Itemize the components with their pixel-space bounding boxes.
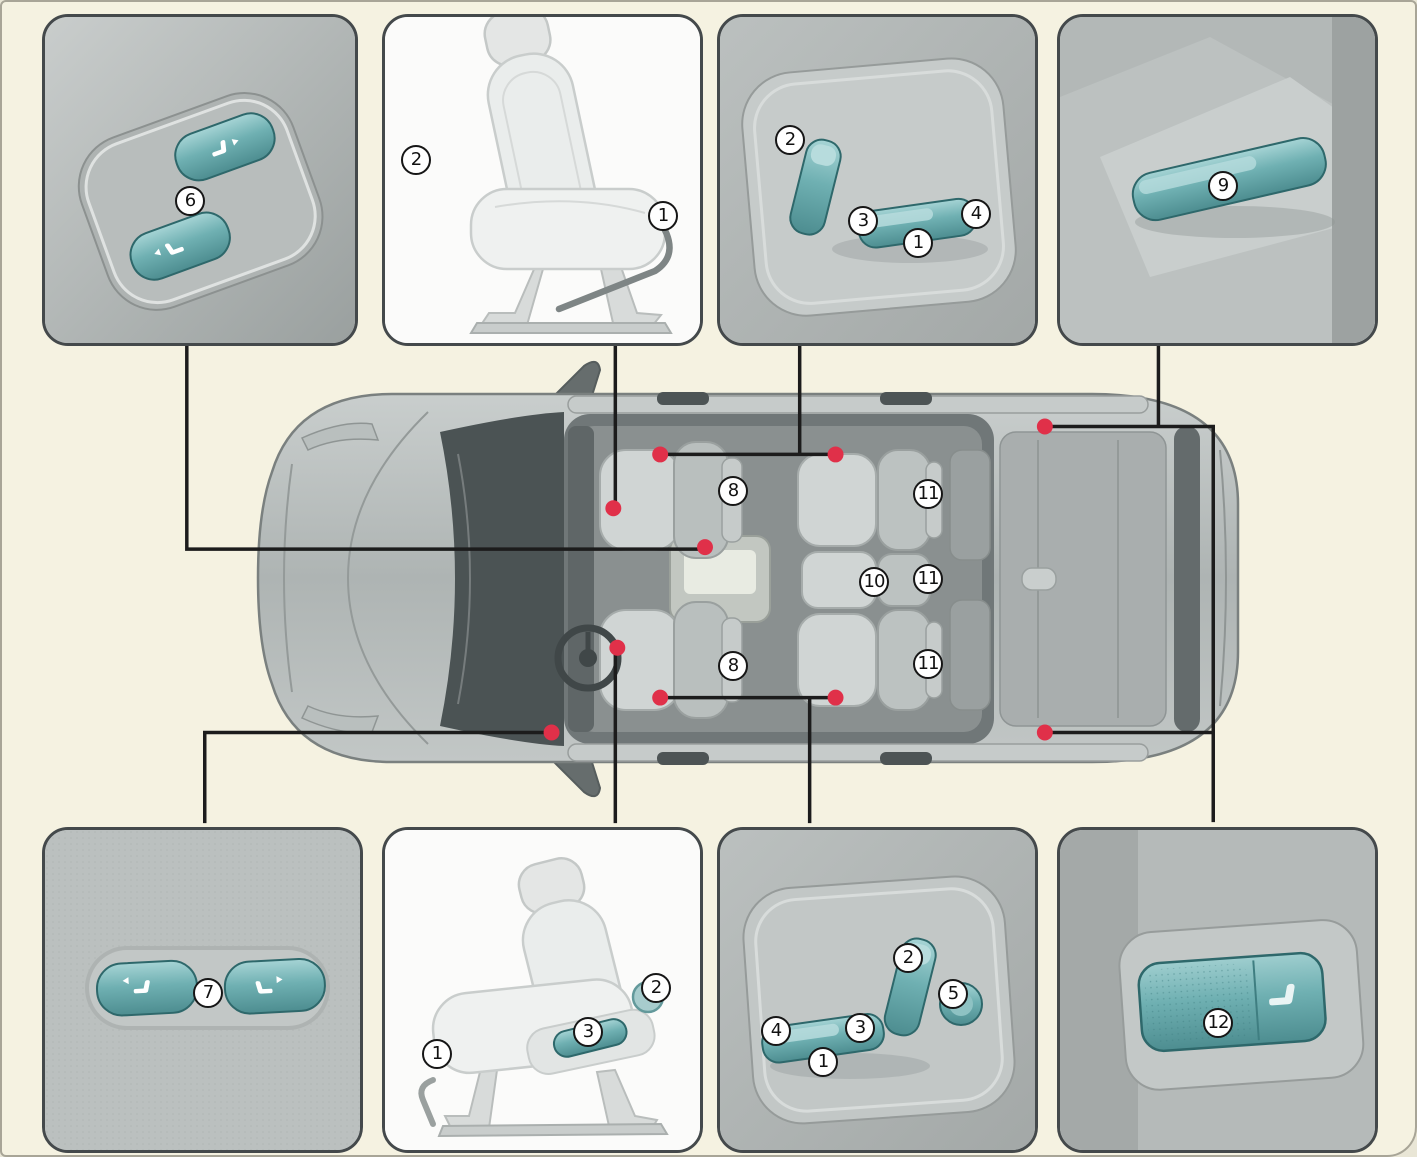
car-callout-8: 8 bbox=[718, 651, 748, 681]
callout-9: 9 bbox=[1208, 171, 1238, 201]
panel-walkin-buttons: 7 bbox=[42, 827, 363, 1153]
panel-front-seat-bottom: 1 3 2 bbox=[382, 827, 703, 1153]
callout-3: 3 bbox=[848, 206, 878, 236]
callout-12: 12 bbox=[1203, 1008, 1233, 1038]
steering-wheel bbox=[554, 624, 622, 692]
callout-5: 5 bbox=[938, 979, 968, 1009]
third-row-seat bbox=[949, 599, 991, 711]
panel-door-switches-top: 2 3 1 4 bbox=[717, 14, 1038, 346]
walkin-return-button bbox=[223, 957, 326, 1015]
cargo-handle bbox=[1021, 567, 1057, 591]
seat-cushion-fold-arrow-icon bbox=[154, 243, 184, 256]
rear-window bbox=[1174, 426, 1200, 732]
door-trim-inset bbox=[741, 57, 1017, 317]
overhead-seat-button-top bbox=[174, 112, 276, 182]
headlight bbox=[300, 705, 380, 734]
callout-1: 1 bbox=[648, 201, 678, 231]
car-top-view bbox=[256, 360, 1240, 798]
overhead-seat-button-bottom bbox=[129, 211, 231, 281]
second-row-seats bbox=[797, 449, 943, 711]
panel-armrest-switch-top: 9 bbox=[1057, 14, 1378, 346]
callout-1: 1 bbox=[422, 1039, 452, 1069]
callout-2: 2 bbox=[775, 125, 805, 155]
seat-fold-forward-icon bbox=[122, 977, 150, 994]
callout-1: 1 bbox=[903, 228, 933, 258]
callout-7: 7 bbox=[193, 978, 223, 1008]
car-callout-11: 11 bbox=[913, 649, 943, 679]
panel-armrest-switch-bottom: 12 bbox=[1057, 827, 1378, 1153]
seat-slide-switch bbox=[857, 197, 977, 249]
callout-2: 2 bbox=[641, 973, 671, 1003]
callout-3: 3 bbox=[573, 1017, 603, 1047]
callout-2: 2 bbox=[893, 943, 923, 973]
callout-4: 4 bbox=[761, 1016, 791, 1046]
walkin-fold-button bbox=[95, 959, 199, 1017]
callout-3: 3 bbox=[845, 1013, 875, 1043]
car-callout-8: 8 bbox=[718, 476, 748, 506]
cargo-area bbox=[999, 431, 1167, 727]
manual-seat-side-view bbox=[469, 17, 673, 334]
callout-6: 6 bbox=[175, 186, 205, 216]
callout-1: 1 bbox=[808, 1047, 838, 1077]
third-row-seat bbox=[949, 449, 991, 561]
car-callout-10: 10 bbox=[859, 567, 889, 597]
callout-4: 4 bbox=[961, 199, 991, 229]
panel-overhead-console: 6 bbox=[42, 14, 358, 346]
seat-recline-icon bbox=[1269, 983, 1295, 1006]
callout-2: 2 bbox=[401, 145, 431, 175]
panel-door-switches-bottom: 2 5 4 3 1 bbox=[717, 827, 1038, 1153]
car-callout-11: 11 bbox=[913, 564, 943, 594]
relax-seat-switch bbox=[1137, 951, 1327, 1053]
right-side-mirror bbox=[547, 754, 602, 798]
seat-unfold-icon bbox=[255, 976, 283, 994]
car-callout-11: 11 bbox=[913, 479, 943, 509]
panel-front-seat-top: 2 1 bbox=[382, 14, 703, 346]
seatback-angle-switch bbox=[789, 138, 842, 236]
seat-backrest-fold-arrow-icon bbox=[212, 139, 239, 157]
